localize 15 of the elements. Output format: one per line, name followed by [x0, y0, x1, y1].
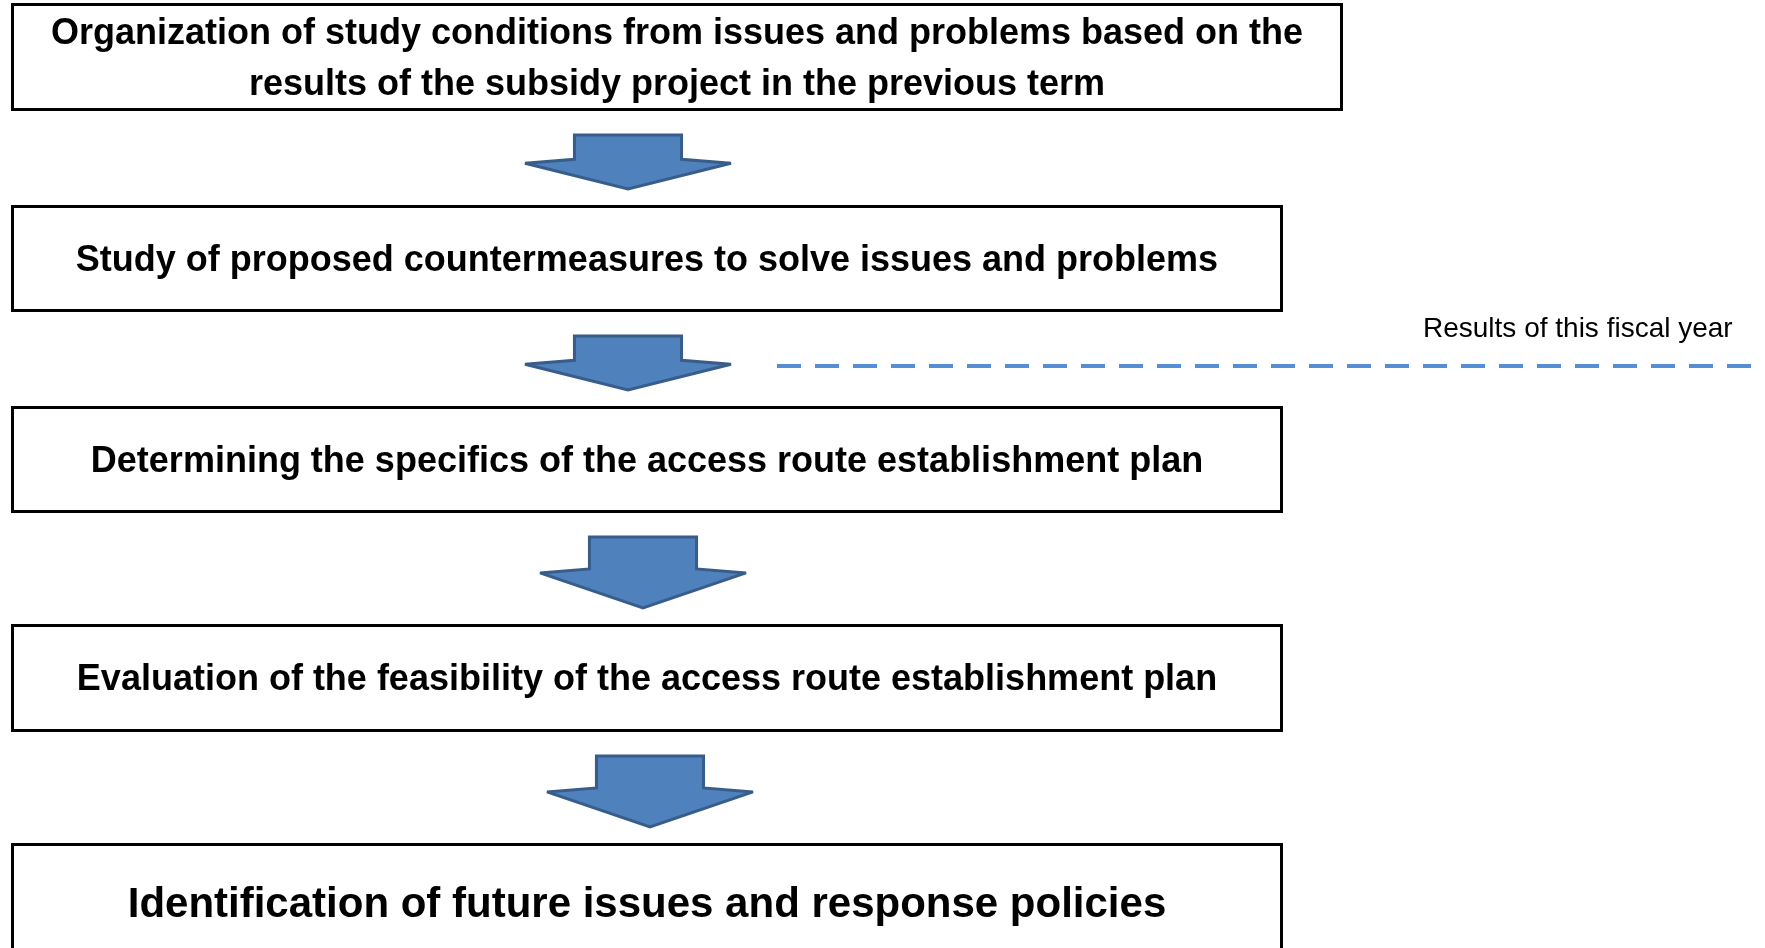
step-text: Study of proposed countermeasures to solve issues and problems [75, 236, 1219, 281]
step-text: Organization of study conditions from issues and problems based on the results of the subsidy project in the previous term [49, 9, 1305, 105]
divider-label: Results of this fiscal year [1423, 312, 1733, 344]
process-box [11, 843, 1283, 948]
step-text: Determining the specifics of the access route establishment plan [90, 437, 1204, 482]
step-text: Identification of future issues and response policies [127, 878, 1167, 929]
process-box [11, 624, 1283, 732]
step-text: Evaluation of the feasibility of the access route establishment plan [76, 656, 1218, 701]
block-arrow [523, 133, 733, 191]
block-arrow [545, 754, 755, 829]
block-arrow [538, 535, 748, 610]
block-arrow [523, 334, 733, 392]
process-box [11, 406, 1283, 513]
process-box [11, 205, 1283, 312]
process-box [11, 3, 1343, 111]
